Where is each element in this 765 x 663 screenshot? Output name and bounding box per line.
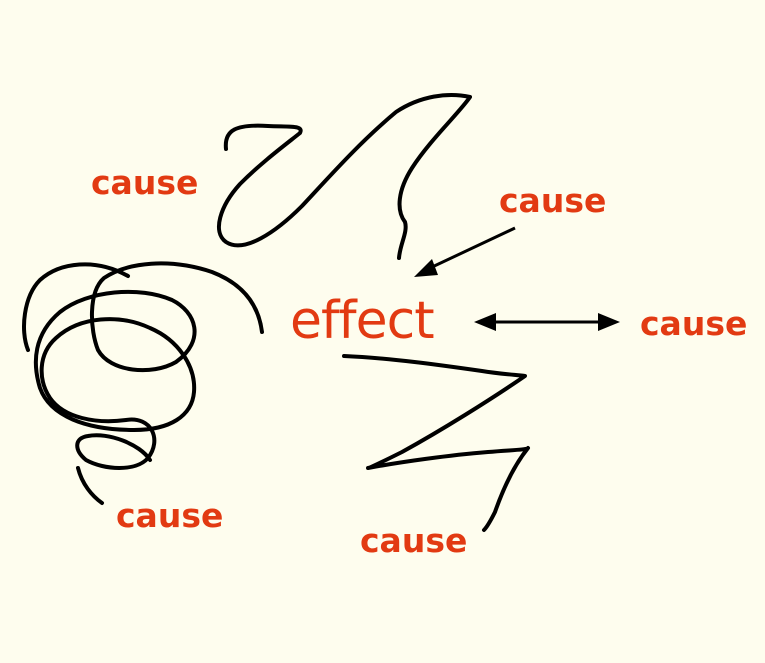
squiggle-top-left [216,93,472,260]
double-arrow-left-head [474,313,496,331]
effect-label: effect [290,291,434,351]
double-arrow-right-head [598,313,620,331]
cause-label-bottom: cause [360,521,467,560]
cause-label-top-left: cause [91,163,198,202]
cause-label-bottom-left: cause [116,496,223,535]
cause-label-top-right: cause [499,181,606,220]
arrow-cause-to-effect [429,226,516,270]
squiggle-coil [22,261,264,505]
cause-label-right: cause [640,304,747,343]
arrow-head-to-effect [414,259,438,277]
squiggle-zigzag [342,354,530,532]
